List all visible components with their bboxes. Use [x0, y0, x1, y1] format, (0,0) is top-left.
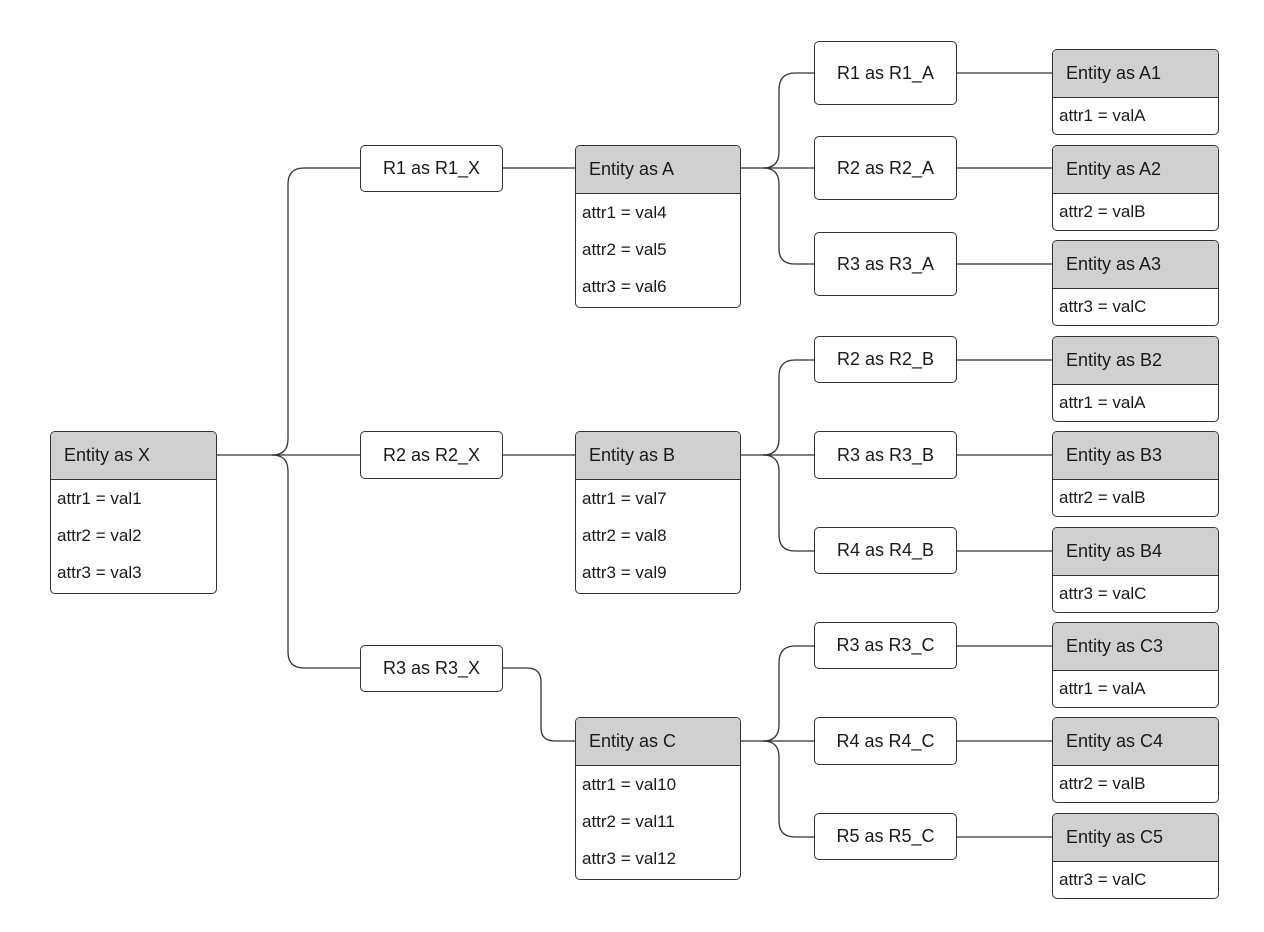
relation-r3x[interactable]: R3 as R3_X: [360, 645, 503, 692]
entity-b3[interactable]: Entity as B3 attr2 = valB: [1052, 431, 1219, 517]
entity-a1-attr: attr1 = valA: [1059, 106, 1146, 125]
entity-c4[interactable]: Entity as C4 attr2 = valB: [1052, 717, 1219, 803]
relation-r3b[interactable]: R3 as R3_B: [814, 431, 957, 479]
entity-c-attr1: attr1 = val10: [582, 774, 677, 794]
entity-b-attr1: attr1 = val7: [582, 488, 667, 508]
entity-a1-title: Entity as A1: [1053, 50, 1218, 98]
entity-b4[interactable]: Entity as B4 attr3 = valC: [1052, 527, 1219, 613]
relation-r1x[interactable]: R1 as R1_X: [360, 145, 503, 192]
entity-a-attr3: attr3 = val6: [582, 276, 667, 296]
relation-r3c[interactable]: R3 as R3_C: [814, 622, 957, 669]
entity-c4-title: Entity as C4: [1053, 718, 1218, 766]
relation-r1a[interactable]: R1 as R1_A: [814, 41, 957, 105]
entity-b3-attr: attr2 = valB: [1059, 488, 1146, 507]
entity-b-title: Entity as B: [576, 432, 740, 480]
entity-c-title: Entity as C: [576, 718, 740, 766]
connector-x-r3x: [271, 454, 360, 669]
connector-r3x-c: [503, 667, 575, 742]
entity-a-title: Entity as A: [576, 146, 740, 194]
connector-b-r4b: [762, 454, 814, 552]
entity-a2[interactable]: Entity as A2 attr2 = valB: [1052, 145, 1219, 231]
connector-a-r3a: [762, 167, 814, 265]
entity-b4-attr: attr3 = valC: [1059, 584, 1147, 603]
entity-c3-attr: attr1 = valA: [1059, 679, 1146, 698]
relation-r2x[interactable]: R2 as R2_X: [360, 431, 503, 479]
entity-b3-title: Entity as B3: [1053, 432, 1218, 480]
entity-a3-title: Entity as A3: [1053, 241, 1218, 289]
entity-x-attr1: attr1 = val1: [57, 488, 142, 508]
entity-c5[interactable]: Entity as C5 attr3 = valC: [1052, 813, 1219, 899]
entity-a[interactable]: Entity as A attr1 = val4 attr2 = val5 at…: [575, 145, 741, 308]
entity-c-attr3: attr3 = val12: [582, 848, 677, 868]
entity-c3-title: Entity as C3: [1053, 623, 1218, 671]
entity-x-title: Entity as X: [51, 432, 216, 480]
connector-c-r5c: [762, 740, 814, 838]
relation-r4b[interactable]: R4 as R4_B: [814, 527, 957, 574]
entity-x-attr2: attr2 = val2: [57, 525, 142, 545]
entity-a3[interactable]: Entity as A3 attr3 = valC: [1052, 240, 1219, 326]
entity-b[interactable]: Entity as B attr1 = val7 attr2 = val8 at…: [575, 431, 741, 594]
entity-a-attr1: attr1 = val4: [582, 202, 667, 222]
entity-x-attr3: attr3 = val3: [57, 562, 142, 582]
entity-c4-attr: attr2 = valB: [1059, 774, 1146, 793]
entity-c5-title: Entity as C5: [1053, 814, 1218, 862]
entity-a3-attr: attr3 = valC: [1059, 297, 1147, 316]
entity-c-attr2: attr2 = val11: [582, 811, 675, 831]
relation-r3a[interactable]: R3 as R3_A: [814, 232, 957, 296]
entity-b2-attr: attr1 = valA: [1059, 393, 1146, 412]
relation-r5c[interactable]: R5 as R5_C: [814, 813, 957, 860]
entity-b2-title: Entity as B2: [1053, 337, 1218, 385]
entity-c3[interactable]: Entity as C3 attr1 = valA: [1052, 622, 1219, 708]
entity-b2[interactable]: Entity as B2 attr1 = valA: [1052, 336, 1219, 422]
relation-r2a[interactable]: R2 as R2_A: [814, 136, 957, 200]
connector-x-r1x: [217, 167, 360, 456]
entity-c[interactable]: Entity as C attr1 = val10 attr2 = val11 …: [575, 717, 741, 880]
connector-c-r3c: [741, 645, 814, 742]
entity-b-attr2: attr2 = val8: [582, 525, 667, 545]
entity-b4-title: Entity as B4: [1053, 528, 1218, 576]
entity-x[interactable]: Entity as X attr1 = val1 attr2 = val2 at…: [50, 431, 217, 594]
connector-b-r2b: [741, 359, 814, 456]
connector-a-r1a: [741, 72, 814, 169]
entity-c5-attr: attr3 = valC: [1059, 870, 1147, 889]
relation-r4c[interactable]: R4 as R4_C: [814, 717, 957, 765]
entity-a1[interactable]: Entity as A1 attr1 = valA: [1052, 49, 1219, 135]
entity-b-attr3: attr3 = val9: [582, 562, 667, 582]
entity-a-attr2: attr2 = val5: [582, 239, 667, 259]
entity-a2-attr: attr2 = valB: [1059, 202, 1146, 221]
relation-r2b[interactable]: R2 as R2_B: [814, 336, 957, 383]
entity-a2-title: Entity as A2: [1053, 146, 1218, 194]
